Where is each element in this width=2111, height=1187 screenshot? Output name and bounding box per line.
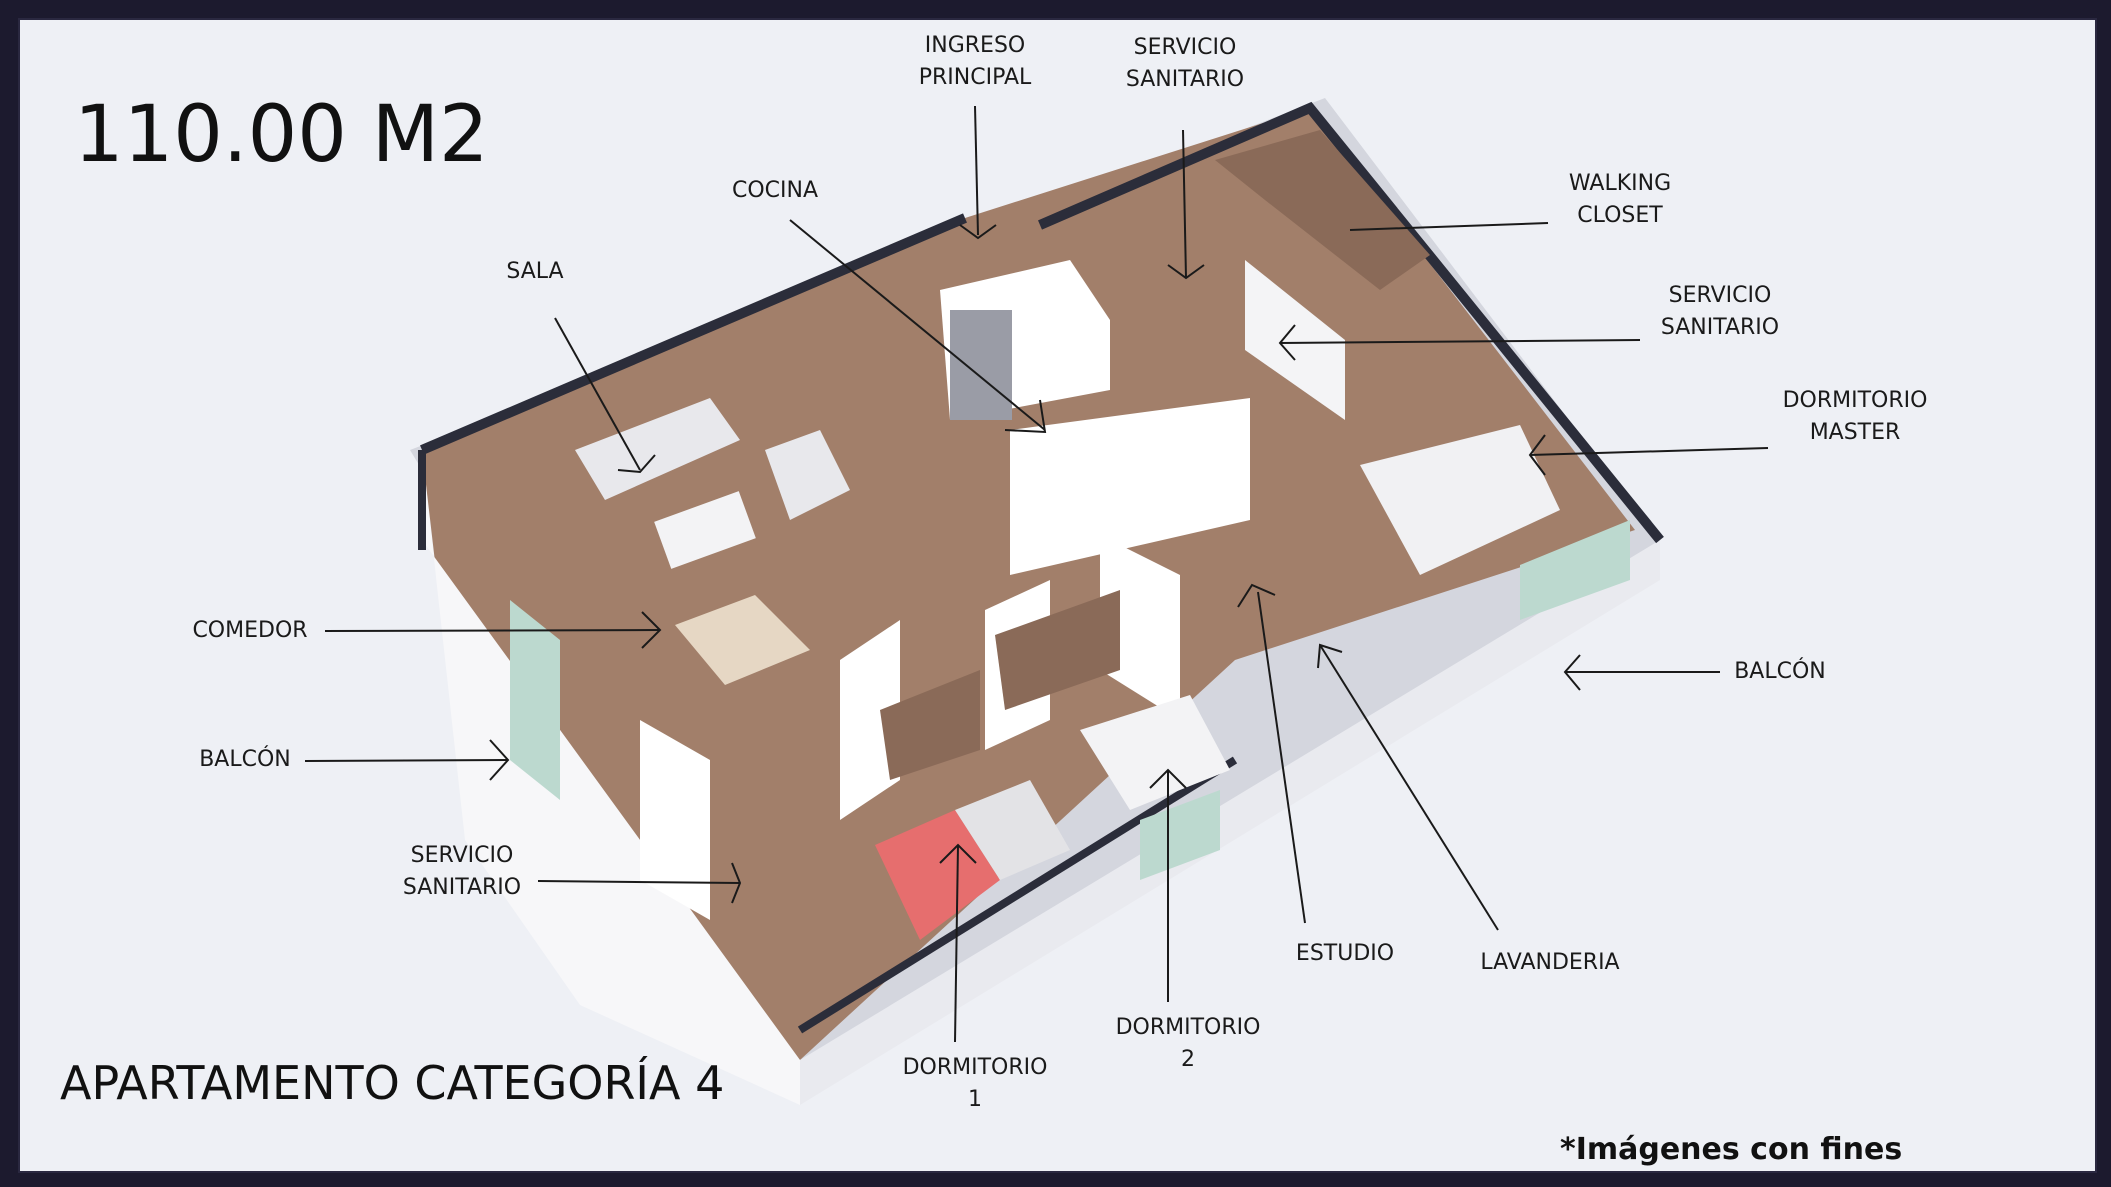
arrow-ss-top (1167, 264, 1205, 280)
arrow-master (1528, 434, 1546, 476)
walking-closet-shelves (1215, 130, 1430, 290)
label-cocina: COCINA (731, 178, 819, 203)
arrow-ss-left (731, 862, 742, 904)
glass-master-balcony (1520, 520, 1630, 620)
area-title: 110.00 M2 (74, 90, 489, 180)
leader-walking-closet (1349, 222, 1549, 231)
arrow-balcon-right (1563, 654, 1581, 691)
wall-interior-master (1245, 260, 1345, 420)
arrow-balcon-left (489, 739, 510, 781)
leader-comedor (324, 629, 661, 632)
leader-ss-top (1182, 129, 1187, 279)
wall-top-front (797, 756, 1238, 1034)
isometric-floor-plan (304, 98, 1769, 1105)
arrow-estudio (1237, 583, 1276, 608)
glass-bed2 (1140, 790, 1220, 880)
label-lavanderia: LAVANDERIA (1480, 950, 1620, 975)
leader-estudio (1257, 591, 1306, 924)
wall-interior-kitchen (1010, 398, 1250, 575)
wall-interior-study (1100, 535, 1180, 720)
arrow-lavanderia (1317, 643, 1343, 669)
dining-table (675, 595, 810, 685)
label-balcon-left: BALCÓN (199, 747, 291, 772)
arrow-dorm1 (939, 843, 977, 864)
arrow-cocina (1004, 399, 1047, 434)
label-comedor: COMEDOR (192, 618, 308, 643)
wall-interior-bath (640, 720, 710, 920)
bed1-shelves (880, 670, 980, 780)
leader-dorm1 (954, 844, 959, 1043)
disclaimer: *Imágenes con fines ilustrativos (1560, 1132, 1903, 1167)
arrow-sala (617, 454, 656, 474)
leader-cocina (789, 219, 1046, 431)
leader-balcon-left (304, 759, 509, 762)
bed2-shelves (995, 590, 1120, 710)
label-sala: SALA (506, 259, 564, 284)
wall-front-left (422, 450, 800, 1105)
glass-living-balcony (510, 600, 560, 800)
bed-1-pillows (955, 780, 1070, 880)
leader-sala (554, 317, 641, 471)
wall-front-right (800, 540, 1660, 1105)
bed-1 (875, 810, 1000, 940)
apartment-title: APARTAMENTO CATEGORÍA 4 (60, 1056, 725, 1110)
fridge (950, 310, 1012, 420)
label-estudio: ESTUDIO (1295, 941, 1395, 966)
wall-top-back-left (420, 213, 967, 455)
arrow-ss-right (1278, 324, 1296, 361)
leader-lines (304, 105, 1769, 1043)
leader-master (1529, 447, 1769, 456)
sofa (575, 398, 740, 500)
coffee-table (654, 491, 756, 569)
leader-lavanderia (1319, 644, 1499, 931)
arrow-ingreso (959, 224, 997, 240)
arrow-dorm2 (1149, 768, 1187, 789)
image-frame: 110.00 M2 APARTAMENTO CATEGORÍA 4 *Imáge… (18, 18, 2097, 1173)
armchair (765, 430, 850, 520)
master-bed (1360, 425, 1560, 575)
wall-top-back-right (1038, 101, 1664, 544)
leader-ss-left (537, 880, 741, 884)
wall-interior-bed1 (840, 620, 900, 820)
arrow-comedor (641, 611, 662, 649)
label-balcon-right: BALCÓN (1734, 659, 1826, 684)
leader-ingreso (974, 105, 979, 236)
bed-2 (1080, 695, 1230, 810)
leader-ss-right (1279, 339, 1641, 344)
